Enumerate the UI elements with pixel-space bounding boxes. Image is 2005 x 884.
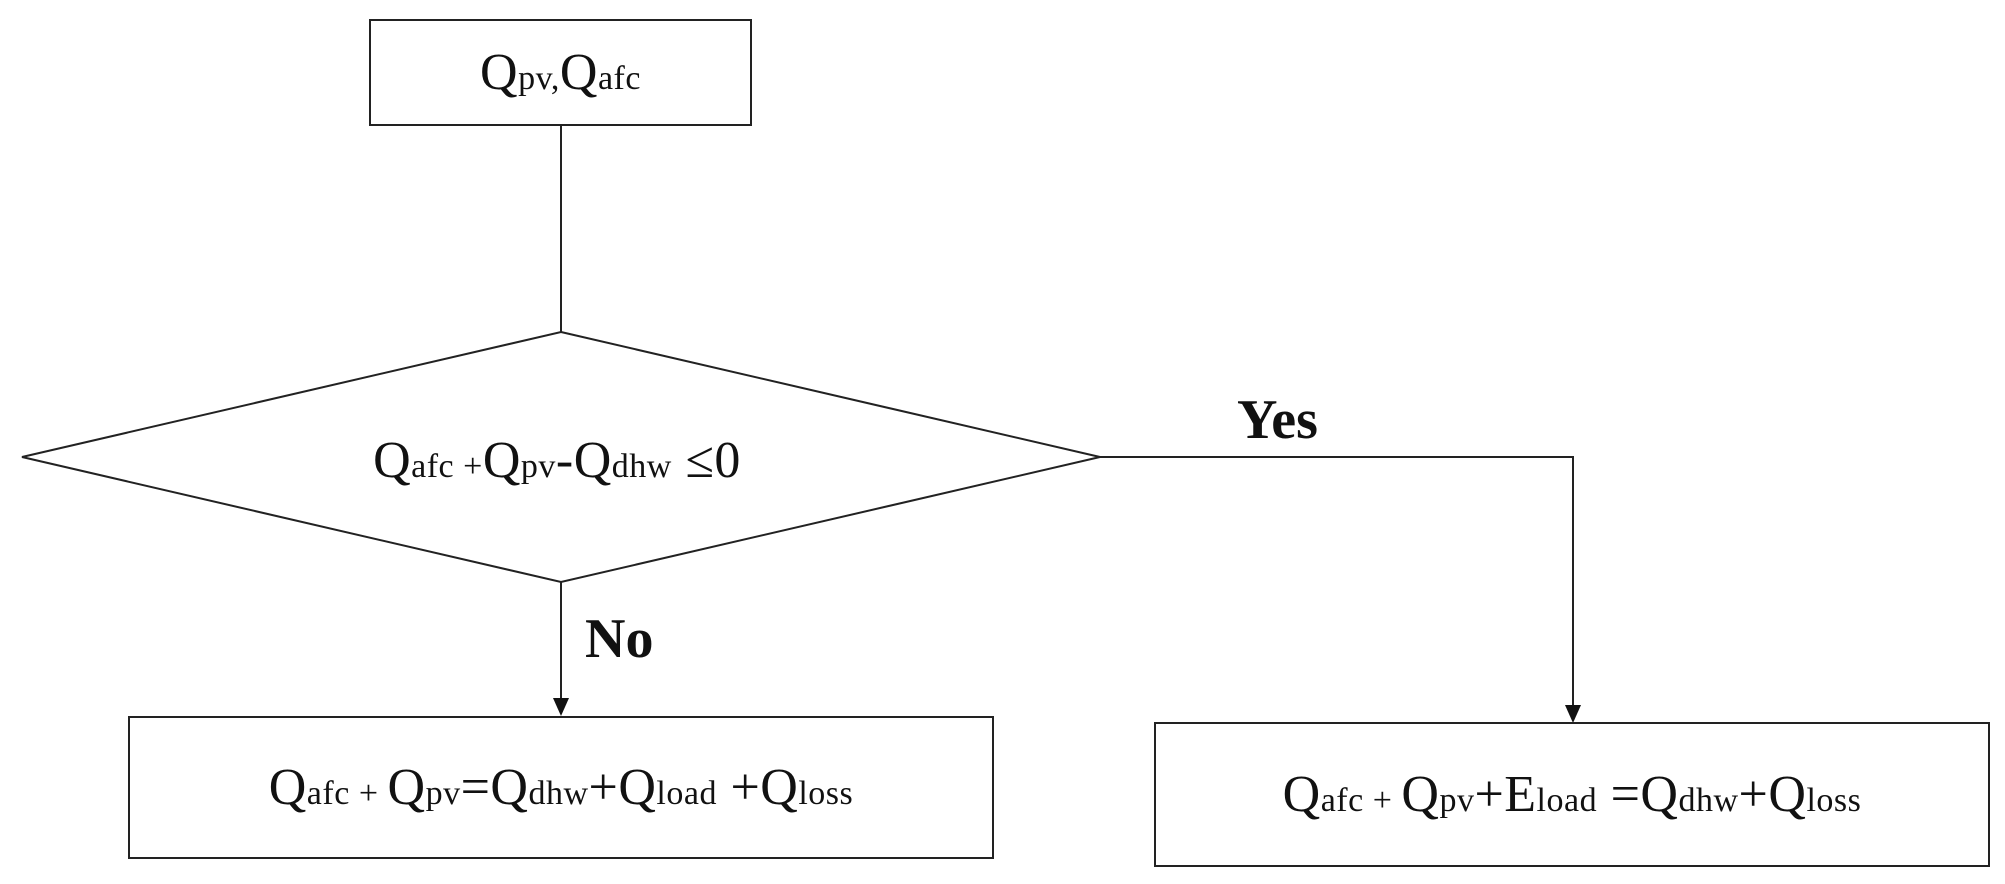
yes-arrowhead [1565, 705, 1581, 723]
yes-result-box: Qafc + Qpv+Eload =Qdhw+Qloss [1154, 722, 1990, 867]
no-arrowhead [553, 698, 569, 716]
no-label: No [585, 608, 654, 670]
yes-result-formula: Qafc + Qpv+Eload =Qdhw+Qloss [1282, 766, 1862, 823]
start-box: Qpv,Qafc [369, 19, 752, 126]
yes-label: Yes [1237, 389, 1318, 451]
no-result-box: Qafc + Qpv=Qdhw+Qload +Qloss [128, 716, 994, 859]
connector-yes-path [1100, 456, 1574, 712]
no-result-formula: Qafc + Qpv=Qdhw+Qload +Qloss [268, 759, 854, 816]
decision-formula: Qafc +Qpv-Qdhw ≤0 [373, 431, 741, 489]
start-formula: Qpv,Qafc [480, 44, 641, 101]
decision-condition: Qafc +Qpv-Qdhw ≤0 [22, 420, 1092, 500]
